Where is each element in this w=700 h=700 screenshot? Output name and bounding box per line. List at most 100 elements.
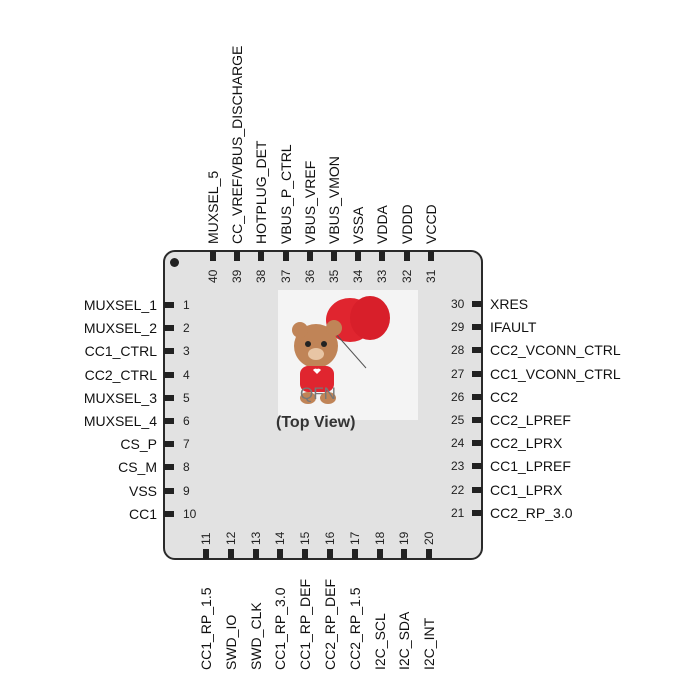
pin-name-right: IFAULT [490,319,537,336]
pin-lead-top [234,251,241,261]
package-name-label: QFN [300,384,336,403]
pin-lead-right [472,370,482,377]
pin-number-bottom: 14 [273,531,288,545]
pin-number-top: 34 [351,269,366,283]
pin-name-top: VBUS_VMON [326,156,342,244]
pin-number-left: 3 [183,344,190,359]
pin-name-right: CC1_LPREF [490,458,571,475]
top-view-label: (Top View) [276,414,356,431]
pin-number-right: 23 [451,459,465,474]
pin-name-bottom: CC1_RP_DEF [297,578,314,670]
pin-lead-right [472,324,482,331]
pin-number-left: 8 [183,460,190,475]
pin-lead-left [164,510,174,517]
pin-name-top: MUXSEL_5 [205,170,221,244]
pin-name-left: CS_P [120,436,157,453]
pin-lead-right [472,463,482,470]
pin-lead-right [472,509,482,516]
pin-number-bottom: 12 [223,531,238,545]
pin-number-bottom: 11 [199,532,213,545]
pin-lead-bottom [327,549,333,559]
pin-number-bottom: 17 [347,531,362,545]
pin-name-right: CC2 [490,388,519,405]
pin-number-bottom: 19 [397,531,412,545]
pin-number-bottom: 16 [323,531,337,545]
pin-number-right: 22 [451,482,465,497]
pin-name-top: HOTPLUG_DET [253,140,270,244]
pin-number-right: 27 [451,366,465,381]
pin-lead-bottom [426,549,433,559]
pin-number-right: 25 [451,413,465,427]
pin-number-top: 33 [375,269,390,283]
pin-lead-bottom [302,549,309,559]
pin-number-bottom: 13 [248,531,263,545]
pin-number-left: 9 [183,483,190,498]
pin-number-bottom: 20 [422,531,437,545]
pin-number-right: 24 [451,436,465,451]
pin-name-right: CC2_VCONN_CTRL [490,342,621,359]
pin-lead-right [472,440,482,447]
pin-name-left: CC2_CTRL [84,366,157,383]
pin-number-left: 7 [183,437,190,452]
pin-lead-top [210,251,216,261]
pin-name-left: VSS [128,482,157,499]
pin-name-top: CC_VREF/VBUS_DISCHARGE [229,45,246,244]
pin-name-bottom: SWD_CLK [247,602,264,670]
pin-number-left: 4 [183,367,190,382]
pin-number-left: 10 [183,506,197,521]
pin-lead-top [427,251,434,261]
pin-number-top: 40 [206,269,220,283]
pin-lead-left [164,348,174,355]
pin-lead-bottom [203,549,209,559]
pin-lead-top [258,251,265,261]
pin-number-top: 37 [278,269,293,283]
pin-name-left: MUXSEL_1 [83,297,157,313]
pin1-indicator-dot [170,258,179,267]
pin-lead-left [164,325,174,332]
pin-lead-top [282,251,289,261]
pin-number-bottom: 18 [372,531,387,545]
pin-name-left: MUXSEL_3 [83,389,157,406]
pin-lead-right [472,417,482,423]
pin-name-right: CC2_LPREF [490,412,571,428]
pin-name-top: VSSA [350,206,367,244]
pin-number-left: 2 [183,321,190,336]
pin-name-bottom: CC2_RP_1.5 [346,587,363,671]
pin-name-bottom: SWD_IO [222,614,239,670]
pin-number-right: 21 [451,505,465,520]
pin-number-right: 28 [451,343,465,358]
pin-number-right: 29 [451,320,465,335]
pin-lead-left [164,302,174,308]
pin-name-right: CC2_LPRX [490,435,563,452]
pin-number-left: 1 [183,298,190,312]
pin-name-bottom: CC2_RP_DEF [322,578,338,670]
pin-name-bottom: I2C_SCL [371,613,388,670]
pin-name-right: CC1_LPRX [490,481,563,498]
pin-number-top: 39 [230,269,245,283]
pin-lead-top [306,251,313,261]
pin-lead-left [164,371,174,378]
pin-lead-bottom [277,549,284,559]
pin-lead-bottom [376,549,383,559]
pin-lead-bottom [351,549,358,559]
pin-name-left: CC1_CTRL [84,343,157,360]
pin-name-bottom: I2C_SDA [396,611,413,670]
pin-lead-left [164,464,174,471]
pin-number-top: 38 [254,269,269,283]
pin-lead-right [472,347,482,354]
pin-name-top: VBUS_P_CTRL [277,144,294,244]
pin-name-right: CC1_VCONN_CTRL [490,365,621,382]
pin-lead-right [472,393,482,400]
teddy-bear-heart-balloon-icon [278,290,418,420]
pin-number-top: 31 [423,269,438,283]
pin-number-left: 6 [183,414,190,428]
pin-number-top: 35 [327,269,341,283]
pin-lead-bottom [227,549,234,559]
pin-name-right: CC2_RP_3.0 [490,504,573,521]
pin-lead-bottom [401,549,408,559]
pin-lead-left [164,441,174,448]
pin-lead-top [379,251,386,261]
pin-name-top: VBUS_VREF [301,160,318,244]
pin-name-bottom: CC1_RP_1.5 [198,587,214,671]
